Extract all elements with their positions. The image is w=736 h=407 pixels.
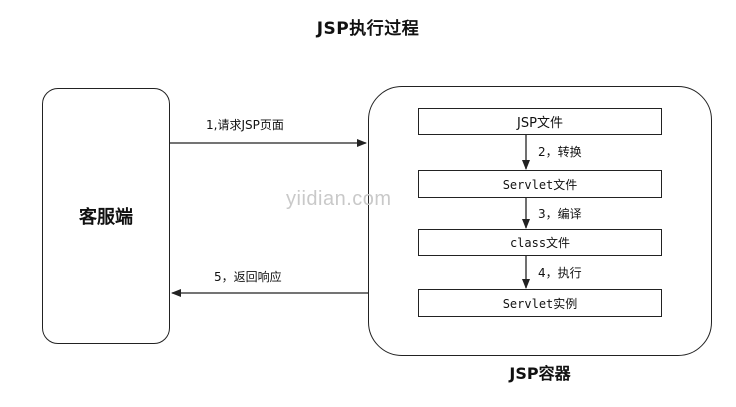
transition-execute-label: 4，执行 xyxy=(538,266,582,280)
request-label: 1,请求JSP页面 xyxy=(206,118,284,132)
client-label: 客服端 xyxy=(79,207,133,228)
step-servlet-file: Servlet文件 xyxy=(418,170,662,198)
transition-convert-label: 2，转换 xyxy=(538,145,582,159)
step-jsp-file: JSP文件 xyxy=(418,108,662,135)
step-class-file: class文件 xyxy=(418,229,662,256)
diagram-title: JSP执行过程 xyxy=(316,19,420,39)
jsp-container-label: JSP容器 xyxy=(509,364,571,383)
step-servlet-instance: Servlet实例 xyxy=(418,289,662,317)
watermark-text: yiidian.com xyxy=(286,188,392,210)
client-box: 客服端 xyxy=(42,88,170,344)
response-label: 5，返回响应 xyxy=(214,270,282,284)
transition-compile-label: 3，编译 xyxy=(538,207,582,221)
jsp-container-box xyxy=(368,86,712,356)
